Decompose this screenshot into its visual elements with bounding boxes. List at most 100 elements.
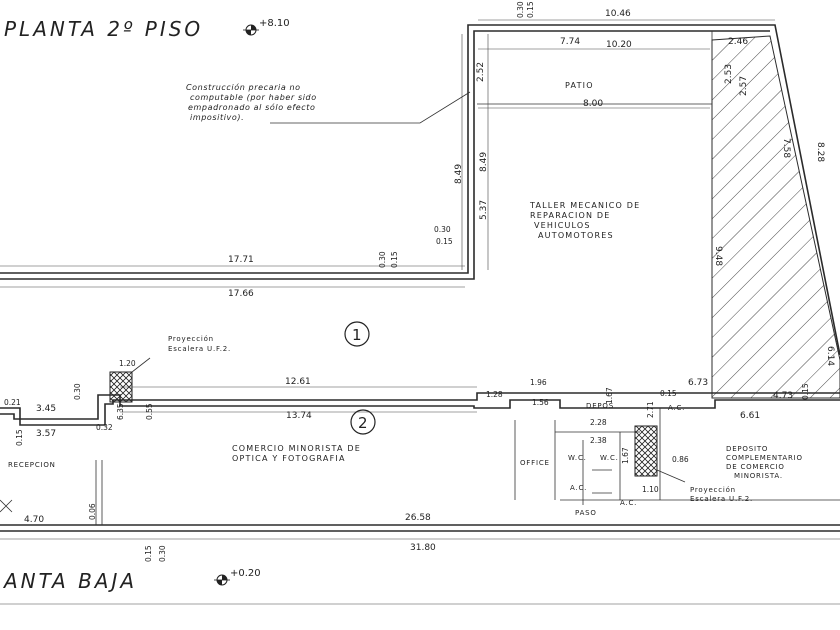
dim-0-15a: 0.15 [436,237,453,246]
front-wall [0,524,840,532]
dim-2-52: 2.52 [476,62,486,82]
proj-leader-1 [131,357,151,373]
dim-1-67b: 1.67 [621,447,630,464]
ground-floor-plan: Proyección Escalera U.F.2. COMERCIO MINO… [0,335,840,605]
dim-26-58: 26.58 [405,513,431,523]
room-office: OFFICE [520,459,550,467]
dim-2-38: 2.38 [590,436,607,445]
upper-floor-walls [0,24,840,356]
room-patio: PATIO [565,81,594,90]
dim-6-35: 6.35 [116,403,125,420]
dim-1-67a: 1.67 [605,387,614,404]
dim-5-37: 5.37 [479,200,489,220]
dim-8-00: 8.00 [583,99,603,109]
dim-4-73: 4.73 [773,391,793,401]
dim-0-15f: 0.15 [144,545,153,562]
proj-label-2a: Proyección [690,486,736,494]
proj-label-2b: Escalera U.F.2. [690,495,753,503]
dim-9-48: 9.48 [713,246,723,266]
note-line-4: impositivo). [190,113,244,122]
dim-0-55: 0.55 [145,403,154,420]
dim-10-20: 10.20 [606,40,632,50]
dim-3-45: 3.45 [36,404,56,414]
dim-0-15d: 0.15 [801,383,810,400]
dim-0-30d: 0.30 [158,545,167,562]
upper-floor-level: +8.10 [259,18,290,29]
note-line-1: Construcción precaria no [186,82,301,92]
dim-31-80: 31.80 [410,543,436,553]
room-ac-2: A.C. [620,499,637,507]
ground-floor-level: +0.20 [230,568,261,579]
dim-2-28: 2.28 [590,418,607,427]
room-deposito-2: COMPLEMENTARIO [726,454,803,462]
recepcion-partition [95,460,103,525]
dim-0-15e: 0.15 [660,389,677,398]
dim-3-57: 3.57 [36,429,56,439]
proj-leader-2 [656,469,686,483]
dim-2-57: 2.57 [739,76,749,96]
dim-0-30a: 0.30 [434,225,451,234]
room-taller-1: TALLER MECANICO DE [529,201,640,210]
room-deposito-3: DE COMERCIO [726,463,785,471]
dim-2-46: 2.46 [728,37,748,47]
room-deposito-1: DEPOSITO [726,445,768,453]
dim-0-21: 0.21 [4,398,21,407]
unit-circle-2 [350,409,376,435]
dim-1-96: 1.96 [530,378,547,387]
wc-fixtures [582,440,612,505]
dim-8-49a: 8.49 [454,164,464,184]
dim-1-20: 1.20 [119,359,136,368]
ground-floor-walls [0,392,840,426]
dim-8-28: 8.28 [815,142,825,162]
room-deposito-4: MINORISTA. [734,472,783,480]
dim-0-15c: 0.15 [15,429,24,446]
room-comercio-2: OPTICA Y FOTOGRAFIA [232,454,346,463]
dim-7-58: 7.58 [781,138,791,158]
room-depos: DEPOS [586,402,614,410]
dim-1-28: 1.28 [486,390,503,399]
cross-mark-icon [0,499,13,513]
proj-label-1a: Proyección [168,335,214,343]
dim-0-30c: 0.30 [73,383,82,400]
note-line-2: computable (por haber sido [190,93,317,102]
dim-6-61: 6.61 [740,411,760,421]
dim-0-06: 0.06 [88,503,97,520]
upper-floor-plan: PLANTA 2º PISO +8.10 Construcción precar… [0,1,840,399]
dim-0-15-top: 0.15 [526,1,535,18]
dim-1-10: 1.10 [642,485,659,494]
room-recepcion: RECEPCION [8,461,56,469]
dim-0-30b: 0.30 [378,251,387,268]
room-wc-2: W.C. [600,454,619,462]
upper-floor-title: PLANTA 2º PISO [4,17,203,41]
hatched-zone [711,35,840,399]
dim-0-32: 0.32 [96,423,113,432]
dim-0-15b: 0.15 [390,251,399,268]
room-comercio-1: COMERCIO MINORISTA DE [232,444,361,453]
room-ac-1: A.C. [570,484,587,492]
room-wc-1: W.C. [568,454,587,462]
dim-17-71: 17.71 [228,255,254,265]
level-marker-icon [243,24,259,36]
room-ac-3: A.C. [668,404,685,412]
room-taller-3: VEHICULOS [534,221,591,230]
dim-17-66: 17.66 [228,289,254,299]
dim-6-14: 6.14 [825,346,835,366]
dim-8-49b: 8.49 [479,152,489,172]
stair-projection-2 [634,425,658,477]
dim-0-30-top: 0.30 [516,1,525,18]
dim-2-71: 2.71 [646,401,655,418]
note-line-3: empadronado al sólo efecto [188,102,316,112]
dim-6-73: 6.73 [688,378,708,388]
dim-4-70: 4.70 [24,515,44,525]
dim-12-61: 12.61 [285,377,311,387]
dim-13-74: 13.74 [286,411,312,421]
dim-2-53: 2.53 [724,64,734,84]
dim-7-74: 7.74 [560,37,580,47]
unit-circle-1 [344,321,370,347]
dim-0-86: 0.86 [672,455,689,464]
interior-partitions [514,408,840,501]
unit-number-1: 1 [352,326,362,344]
stair-projection-1 [109,371,133,403]
proj-label-1b: Escalera U.F.2. [168,345,231,353]
